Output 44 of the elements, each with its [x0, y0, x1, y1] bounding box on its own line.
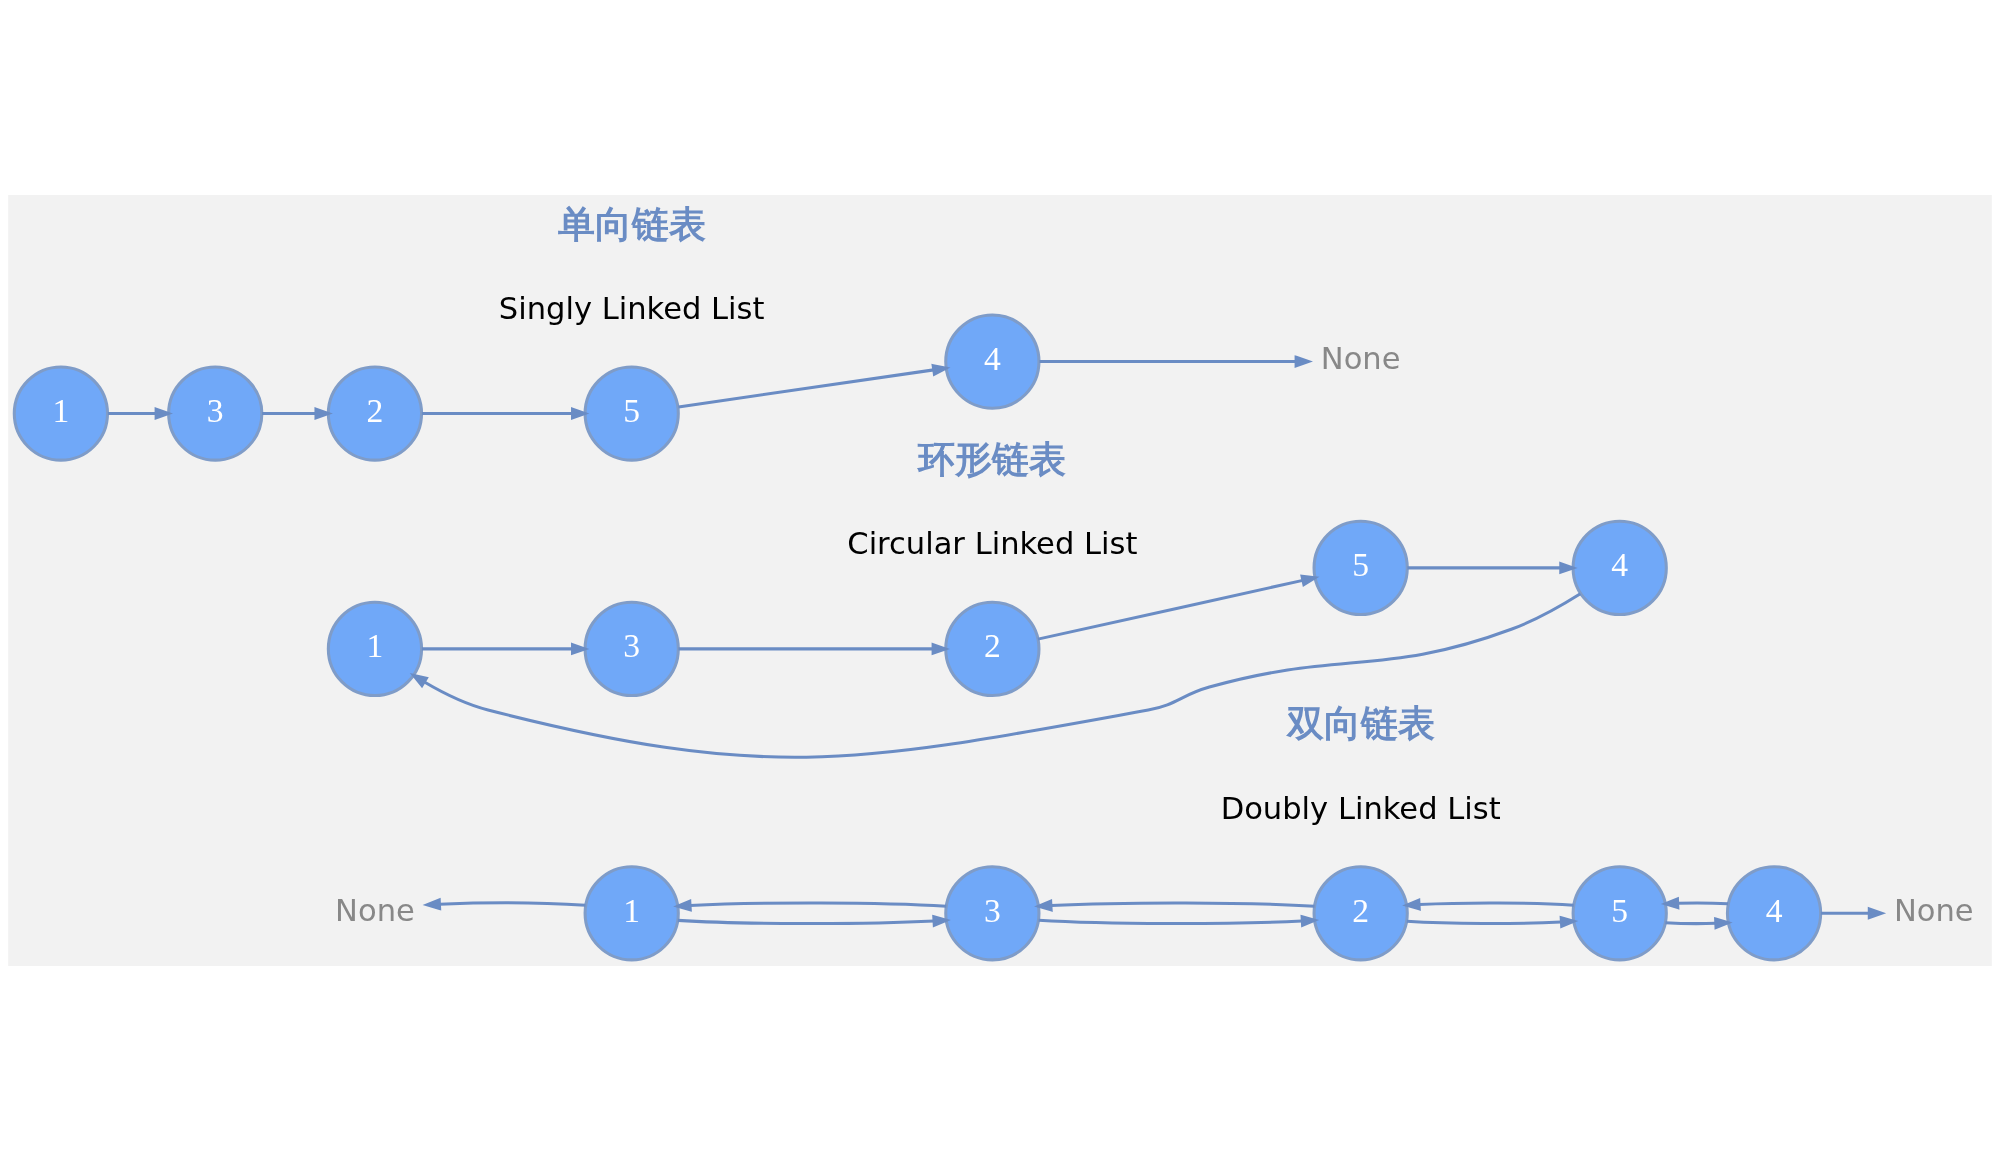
- arrow: [1665, 916, 1733, 930]
- arrow: [1038, 914, 1320, 927]
- node-text: None: [1320, 340, 1401, 376]
- node-circle: 5: [1571, 864, 1668, 961]
- arrow: [1034, 898, 1315, 912]
- arrow: [421, 641, 590, 655]
- arrow: [677, 914, 951, 928]
- node-circle: 3: [944, 864, 1041, 961]
- arrow: [422, 897, 586, 911]
- arrow: [1402, 897, 1574, 911]
- node-circle: 5: [583, 364, 680, 462]
- node-text: None: [1893, 892, 1974, 928]
- arrow: [1039, 354, 1313, 368]
- arrow: [421, 406, 590, 420]
- node-circle: 3: [167, 364, 264, 462]
- node-circle: 4: [1725, 864, 1823, 961]
- node-circle: 2: [1312, 864, 1409, 961]
- label: Doubly Linked List: [1220, 790, 1501, 826]
- node-circle: 1: [583, 864, 680, 961]
- node-circle: 5: [1312, 519, 1409, 616]
- arrow: [1406, 915, 1579, 929]
- label: Singly Linked List: [498, 290, 765, 326]
- arrow: [673, 898, 947, 912]
- arrow: [678, 363, 951, 408]
- node-circle: 4: [944, 312, 1041, 410]
- node-circle: 4: [1571, 519, 1668, 616]
- node-circle: 1: [326, 600, 424, 697]
- node-circle: 2: [944, 600, 1041, 697]
- label: 单向链表: [557, 202, 706, 246]
- node-circle: 2: [326, 364, 424, 462]
- label: 环形链表: [918, 437, 1067, 481]
- arrow: [262, 406, 333, 420]
- arrow: [1037, 573, 1320, 641]
- arrow: [107, 406, 173, 420]
- node-circle: 1: [12, 364, 110, 462]
- node-circle: 3: [583, 600, 680, 697]
- label: 双向链表: [1286, 701, 1435, 745]
- arrow: [678, 641, 950, 655]
- label: Circular Linked List: [847, 525, 1138, 561]
- arrow: [409, 591, 1582, 758]
- arrow: [1660, 896, 1729, 910]
- arrow: [1407, 560, 1578, 574]
- arrow: [1820, 906, 1887, 920]
- node-text: None: [335, 892, 415, 928]
